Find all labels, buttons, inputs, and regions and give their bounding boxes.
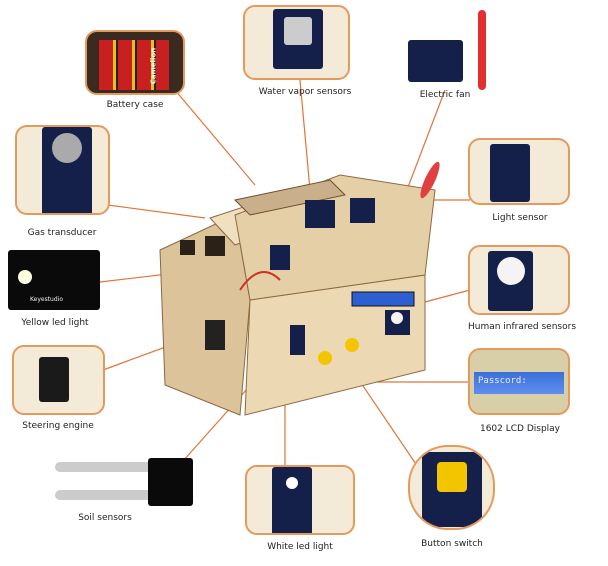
label-lcd-display: 1602 LCD Display — [479, 424, 561, 434]
label-soil-sensors: Soil sensors — [78, 513, 132, 523]
battery-brand-text: Camelion — [149, 47, 158, 85]
pir-callout — [468, 245, 570, 315]
lcd-callout: Passcord: — [468, 348, 570, 415]
fan-module — [408, 40, 463, 82]
label-steering-engine: Steering engine — [22, 421, 94, 431]
label-light-sensor: Light sensor — [492, 213, 548, 223]
label-water-vapor: Water vapor sensors — [258, 87, 352, 97]
label-human-infrared: Human infrared sensors — [467, 322, 577, 332]
white-led-callout — [245, 465, 355, 535]
yellow-led-module: Keyestudio — [8, 250, 100, 310]
fan-propeller — [478, 10, 486, 90]
battery-case-callout: Camelion — [85, 30, 185, 95]
label-electric-fan: Electric fan — [419, 90, 471, 100]
label-battery-case: Battery case — [106, 100, 164, 110]
light-sensor-callout — [468, 138, 570, 205]
lcd-screen-text: Passcord: — [474, 372, 564, 394]
servo-callout — [12, 345, 105, 415]
soil-probe-bottom — [55, 490, 155, 500]
water-sensor-board — [273, 9, 323, 69]
battery-image: Camelion — [99, 40, 169, 90]
soil-probe-top — [55, 462, 155, 472]
label-yellow-led: Yellow led light — [21, 318, 89, 328]
button-switch-callout — [408, 445, 495, 530]
label-gas-transducer: Gas transducer — [27, 228, 97, 238]
label-white-led: White led light — [267, 542, 333, 552]
gas-transducer-callout — [15, 125, 110, 215]
water-vapor-callout — [243, 5, 350, 80]
label-button-switch: Button switch — [421, 539, 483, 549]
soil-sensor-board — [148, 458, 193, 506]
brand-text: Keyestudio — [30, 296, 63, 303]
house — [159, 161, 440, 416]
